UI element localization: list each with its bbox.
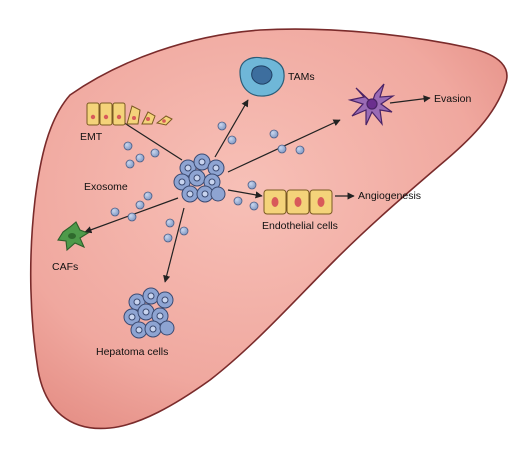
label-emt: EMT	[80, 131, 103, 143]
tumor-cell-cluster	[173, 153, 226, 203]
tam-macrophage	[239, 56, 285, 97]
emt-cells	[86, 102, 173, 126]
arrows	[84, 95, 431, 283]
dendritic-cell	[347, 83, 396, 127]
label-tams: TAMs	[288, 71, 315, 83]
label-exosome: Exosome	[84, 181, 128, 193]
hepatoma-cell-cluster	[123, 287, 175, 339]
label-endothelial-cells: Endothelial cells	[262, 220, 338, 232]
label-cafs: CAFs	[52, 261, 78, 273]
caf-fibroblast	[57, 221, 90, 252]
label-hepatoma-cells: Hepatoma cells	[96, 346, 168, 358]
exosome-vesicles	[110, 121, 305, 243]
label-angiogenesis: Angiogenesis	[358, 190, 421, 202]
endothelial-cells	[263, 189, 333, 215]
label-evasion: Evasion	[434, 93, 472, 105]
